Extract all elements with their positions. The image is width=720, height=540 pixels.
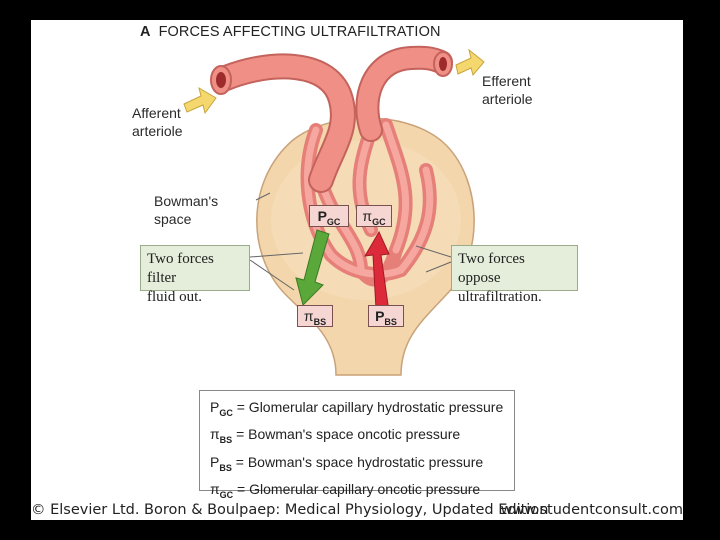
- bowmans-space-label: Bowman's space: [154, 192, 218, 228]
- afferent-label-line2: arteriole: [132, 123, 183, 139]
- afferent-label-line1: Afferent: [132, 105, 181, 121]
- afferent-label: Afferent arteriole: [132, 104, 183, 140]
- legend-row: πGC = Glomerular capillary oncotic press…: [210, 480, 481, 500]
- pigc-sub: GC: [372, 216, 386, 227]
- oppose-callout: Two forces oppose ultrafiltration.: [451, 245, 578, 305]
- bowmans-label-line1: Bowman's: [154, 193, 219, 209]
- afferent-arteriole: [210, 53, 356, 193]
- figure-title-text: FORCES AFFECTING ULTRAFILTRATION: [158, 24, 441, 40]
- pigc-symbol: πGC: [356, 205, 392, 227]
- efferent-flow-arrow: [455, 48, 485, 77]
- efferent-label-line2: arteriole: [482, 91, 533, 107]
- filter-force-arrow: [295, 229, 330, 306]
- legend-row: PGC = Glomerular capillary hydrostatic p…: [210, 399, 504, 418]
- footer-website: www.studentconsult.com: [500, 502, 683, 518]
- efferent-arteriole: [355, 45, 453, 142]
- oppose-force-arrow: [364, 230, 390, 313]
- legend-box: PGC = Glomerular capillary hydrostatic p…: [199, 390, 515, 500]
- efferent-label: Efferent arteriole: [482, 72, 533, 108]
- filter-callout-line2: fluid out.: [147, 289, 202, 305]
- legend-row: PBS = Bowman's space hydrostatic pressur…: [210, 453, 484, 473]
- filter-callout: Two forces filter fluid out.: [140, 245, 250, 305]
- pgc-sub: GC: [326, 216, 341, 227]
- afferent-flow-arrow: [183, 86, 217, 115]
- slide: A FORCES AFFECTING ULTRAFILTRATION Affere…: [31, 20, 683, 520]
- pgc-symbol: PGC: [309, 205, 349, 227]
- pibs-symbol: πBS: [297, 305, 333, 327]
- pibs-sub: BS: [313, 316, 327, 327]
- oppose-callout-line1: Two forces oppose: [458, 251, 525, 286]
- pibs-main: π: [303, 308, 314, 324]
- efferent-label-line1: Efferent: [482, 73, 531, 89]
- footer-copyright: © Elsevier Ltd. Boron & Boulpaep: Medica…: [31, 502, 549, 518]
- pgc-main: P: [317, 208, 327, 224]
- legend-row: πBS = Bowman's space oncotic pressure: [210, 426, 461, 446]
- pbs-sub: BS: [384, 316, 397, 327]
- oppose-callout-line2: ultrafiltration.: [458, 289, 542, 305]
- figure-letter: A: [140, 24, 151, 40]
- pigc-main: π: [362, 208, 373, 224]
- filter-callout-line1: Two forces filter: [147, 251, 214, 286]
- bowmans-label-line2: space: [154, 211, 192, 227]
- figure-title: A FORCES AFFECTING ULTRAFILTRATION: [140, 24, 441, 40]
- pbs-main: P: [375, 308, 385, 324]
- pbs-symbol: PBS: [368, 305, 404, 327]
